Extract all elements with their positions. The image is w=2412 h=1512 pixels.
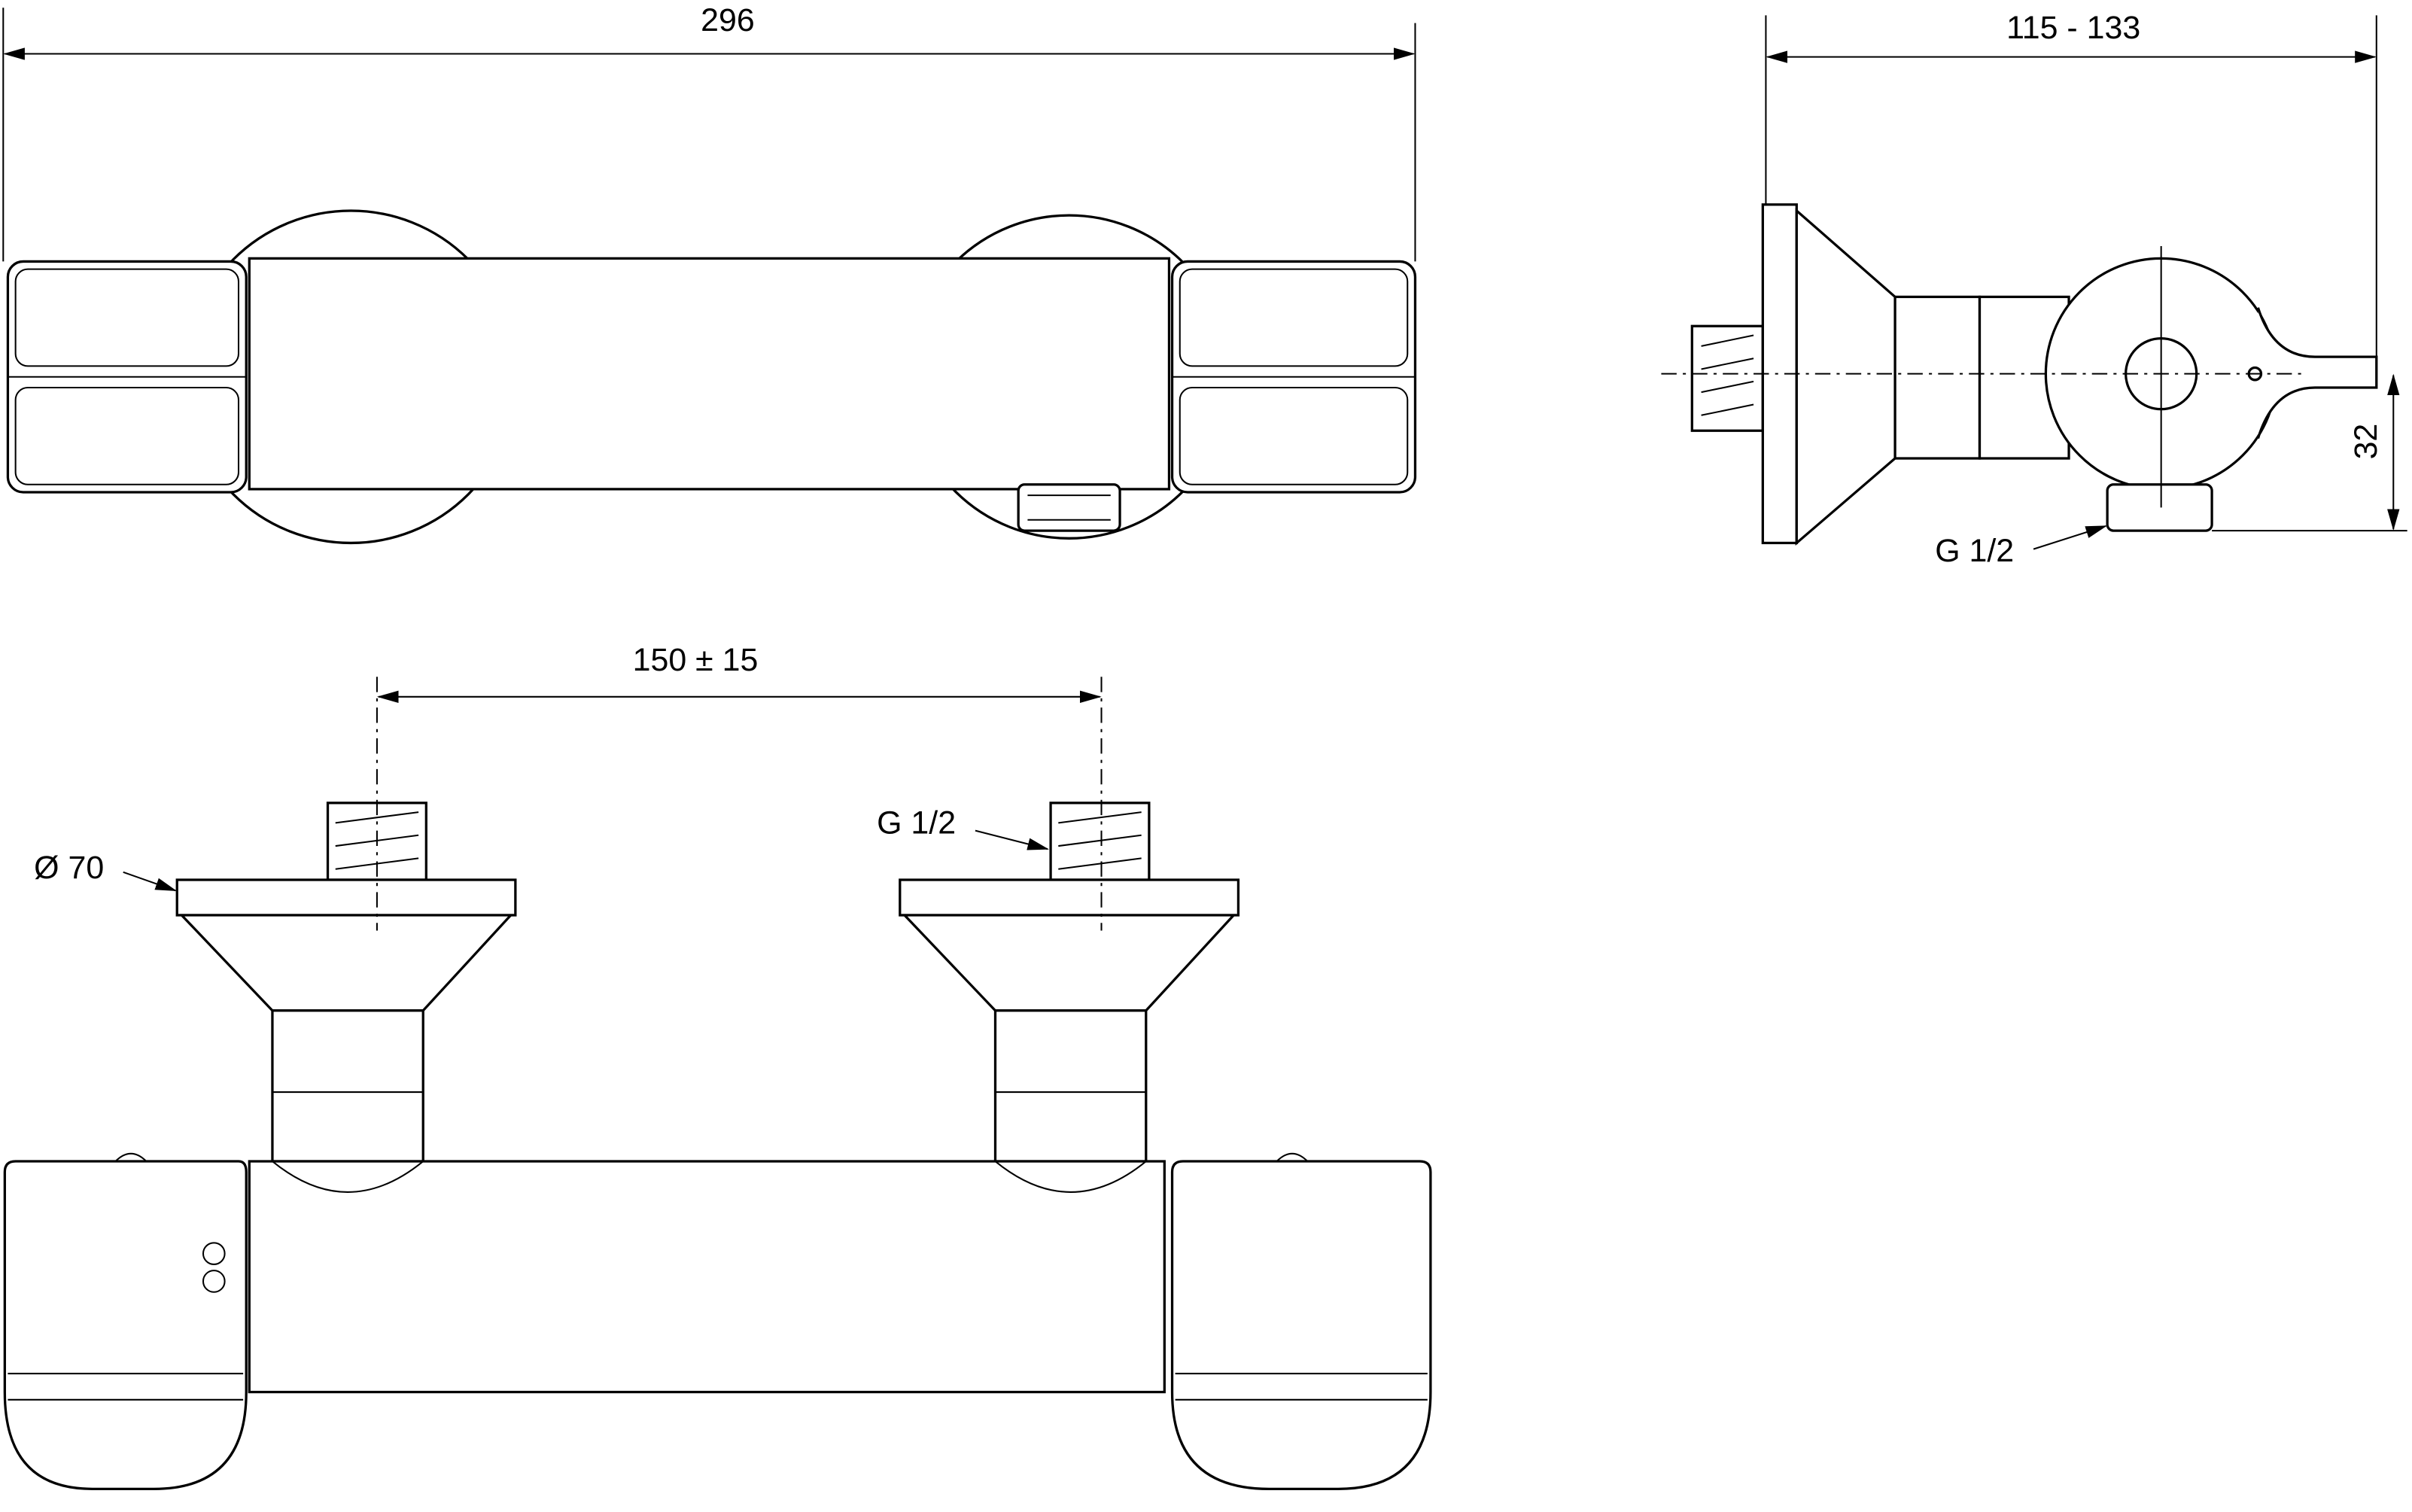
- dimension-32-label: 32: [2348, 424, 2384, 460]
- right-inlet: [899, 802, 1240, 1163]
- body: [248, 257, 1171, 491]
- front-right-handle: [1170, 1160, 1432, 1490]
- dimension-296-label: 296: [701, 2, 755, 38]
- dimension-depth-label: 115 - 133: [2006, 10, 2140, 46]
- side-outlet-nut: [2106, 483, 2213, 532]
- inlet-thread-label: G 1/2: [877, 805, 956, 841]
- left-inlet: [175, 802, 517, 1163]
- front-view: 150 ± 15 Ø 7: [3, 642, 1432, 1490]
- outlet-nut: [1017, 483, 1121, 532]
- front-body: [248, 1160, 1166, 1394]
- flange-diameter-label: Ø 70: [34, 850, 104, 886]
- side-view: 115 - 133 32 G 1/2: [1661, 10, 2407, 569]
- dimension-150-label: 150 ± 15: [633, 642, 759, 678]
- top-view: 296: [2, 2, 1417, 545]
- front-left-handle: [3, 1160, 248, 1490]
- side-outlet-thread-label: G 1/2: [1935, 533, 2014, 569]
